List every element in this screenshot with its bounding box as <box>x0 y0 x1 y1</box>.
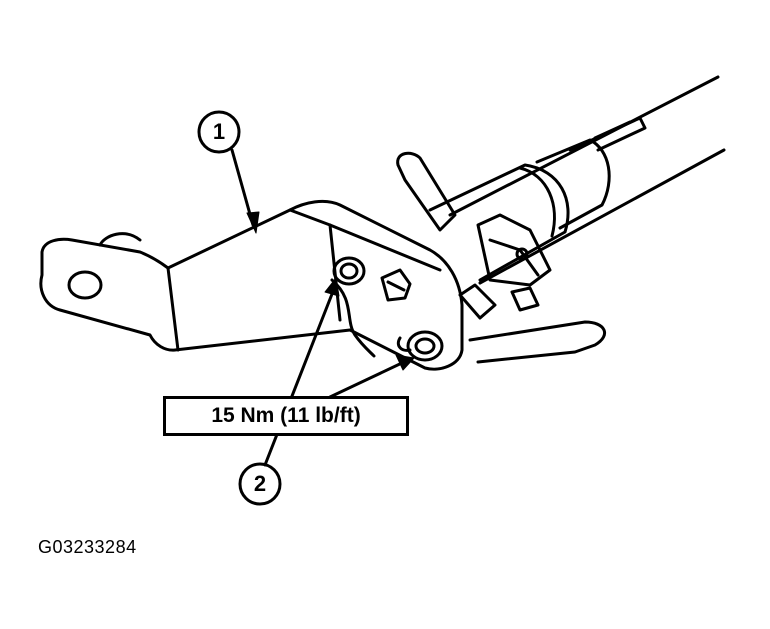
callout-number-2: 2 <box>253 471 267 496</box>
mounting-bracket <box>39 199 464 371</box>
tilt-lever <box>468 320 607 364</box>
bolt-lower <box>406 330 444 362</box>
column-clip <box>458 213 552 320</box>
callout-2 <box>238 292 406 506</box>
wire-loop <box>396 336 412 352</box>
stud-middle <box>380 268 412 302</box>
upper-lever <box>396 151 457 232</box>
callout-2-arrowhead-upper <box>324 277 340 297</box>
steering-column-shaft <box>448 75 726 285</box>
wire <box>330 278 376 358</box>
torque-spec-label: 15 Nm (11 lb/ft) <box>163 396 409 436</box>
figure-code: G03233284 <box>38 537 137 557</box>
callout-number-1: 1 <box>212 119 226 144</box>
callout-1-arrowhead <box>246 211 260 234</box>
callout-2-arrowhead-lower <box>395 354 415 371</box>
bolt-upper <box>332 256 366 286</box>
column-housing <box>428 116 647 282</box>
